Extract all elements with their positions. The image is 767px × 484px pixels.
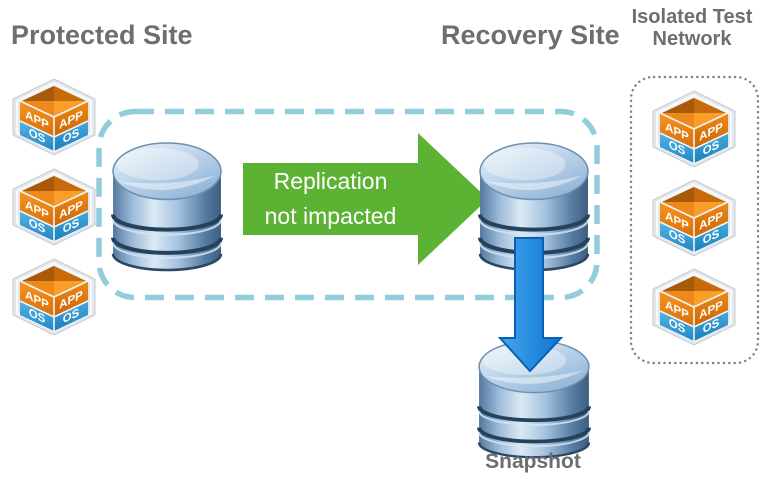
snapshot-arrow xyxy=(497,237,564,373)
protected-vm-icon-1 xyxy=(11,78,97,156)
replication-caption-line2: not impacted xyxy=(264,203,397,229)
protected-vm-icon-2 xyxy=(11,168,97,246)
recovery-site-title: Recovery Site xyxy=(441,20,620,50)
isolated-test-network-title: Isolated Test Network xyxy=(631,6,753,50)
isolated-vm-icon-3 xyxy=(651,268,737,346)
isolated-network-dotted-box xyxy=(629,75,760,365)
protection-boundary-dashed-box xyxy=(96,108,600,301)
replication-arrow-caption: Replication not impacted xyxy=(243,160,418,238)
replication-arrow xyxy=(243,133,488,265)
snapshot-label: Snapshot xyxy=(485,450,581,473)
protected-site-title: Protected Site xyxy=(11,20,193,50)
isolated-vm-icon-2 xyxy=(651,179,737,257)
replication-caption-line1: Replication xyxy=(273,168,388,194)
isolated-vm-icon-1 xyxy=(651,90,737,168)
protected-vm-icon-3 xyxy=(11,258,97,336)
protected-database-icon xyxy=(111,141,223,273)
